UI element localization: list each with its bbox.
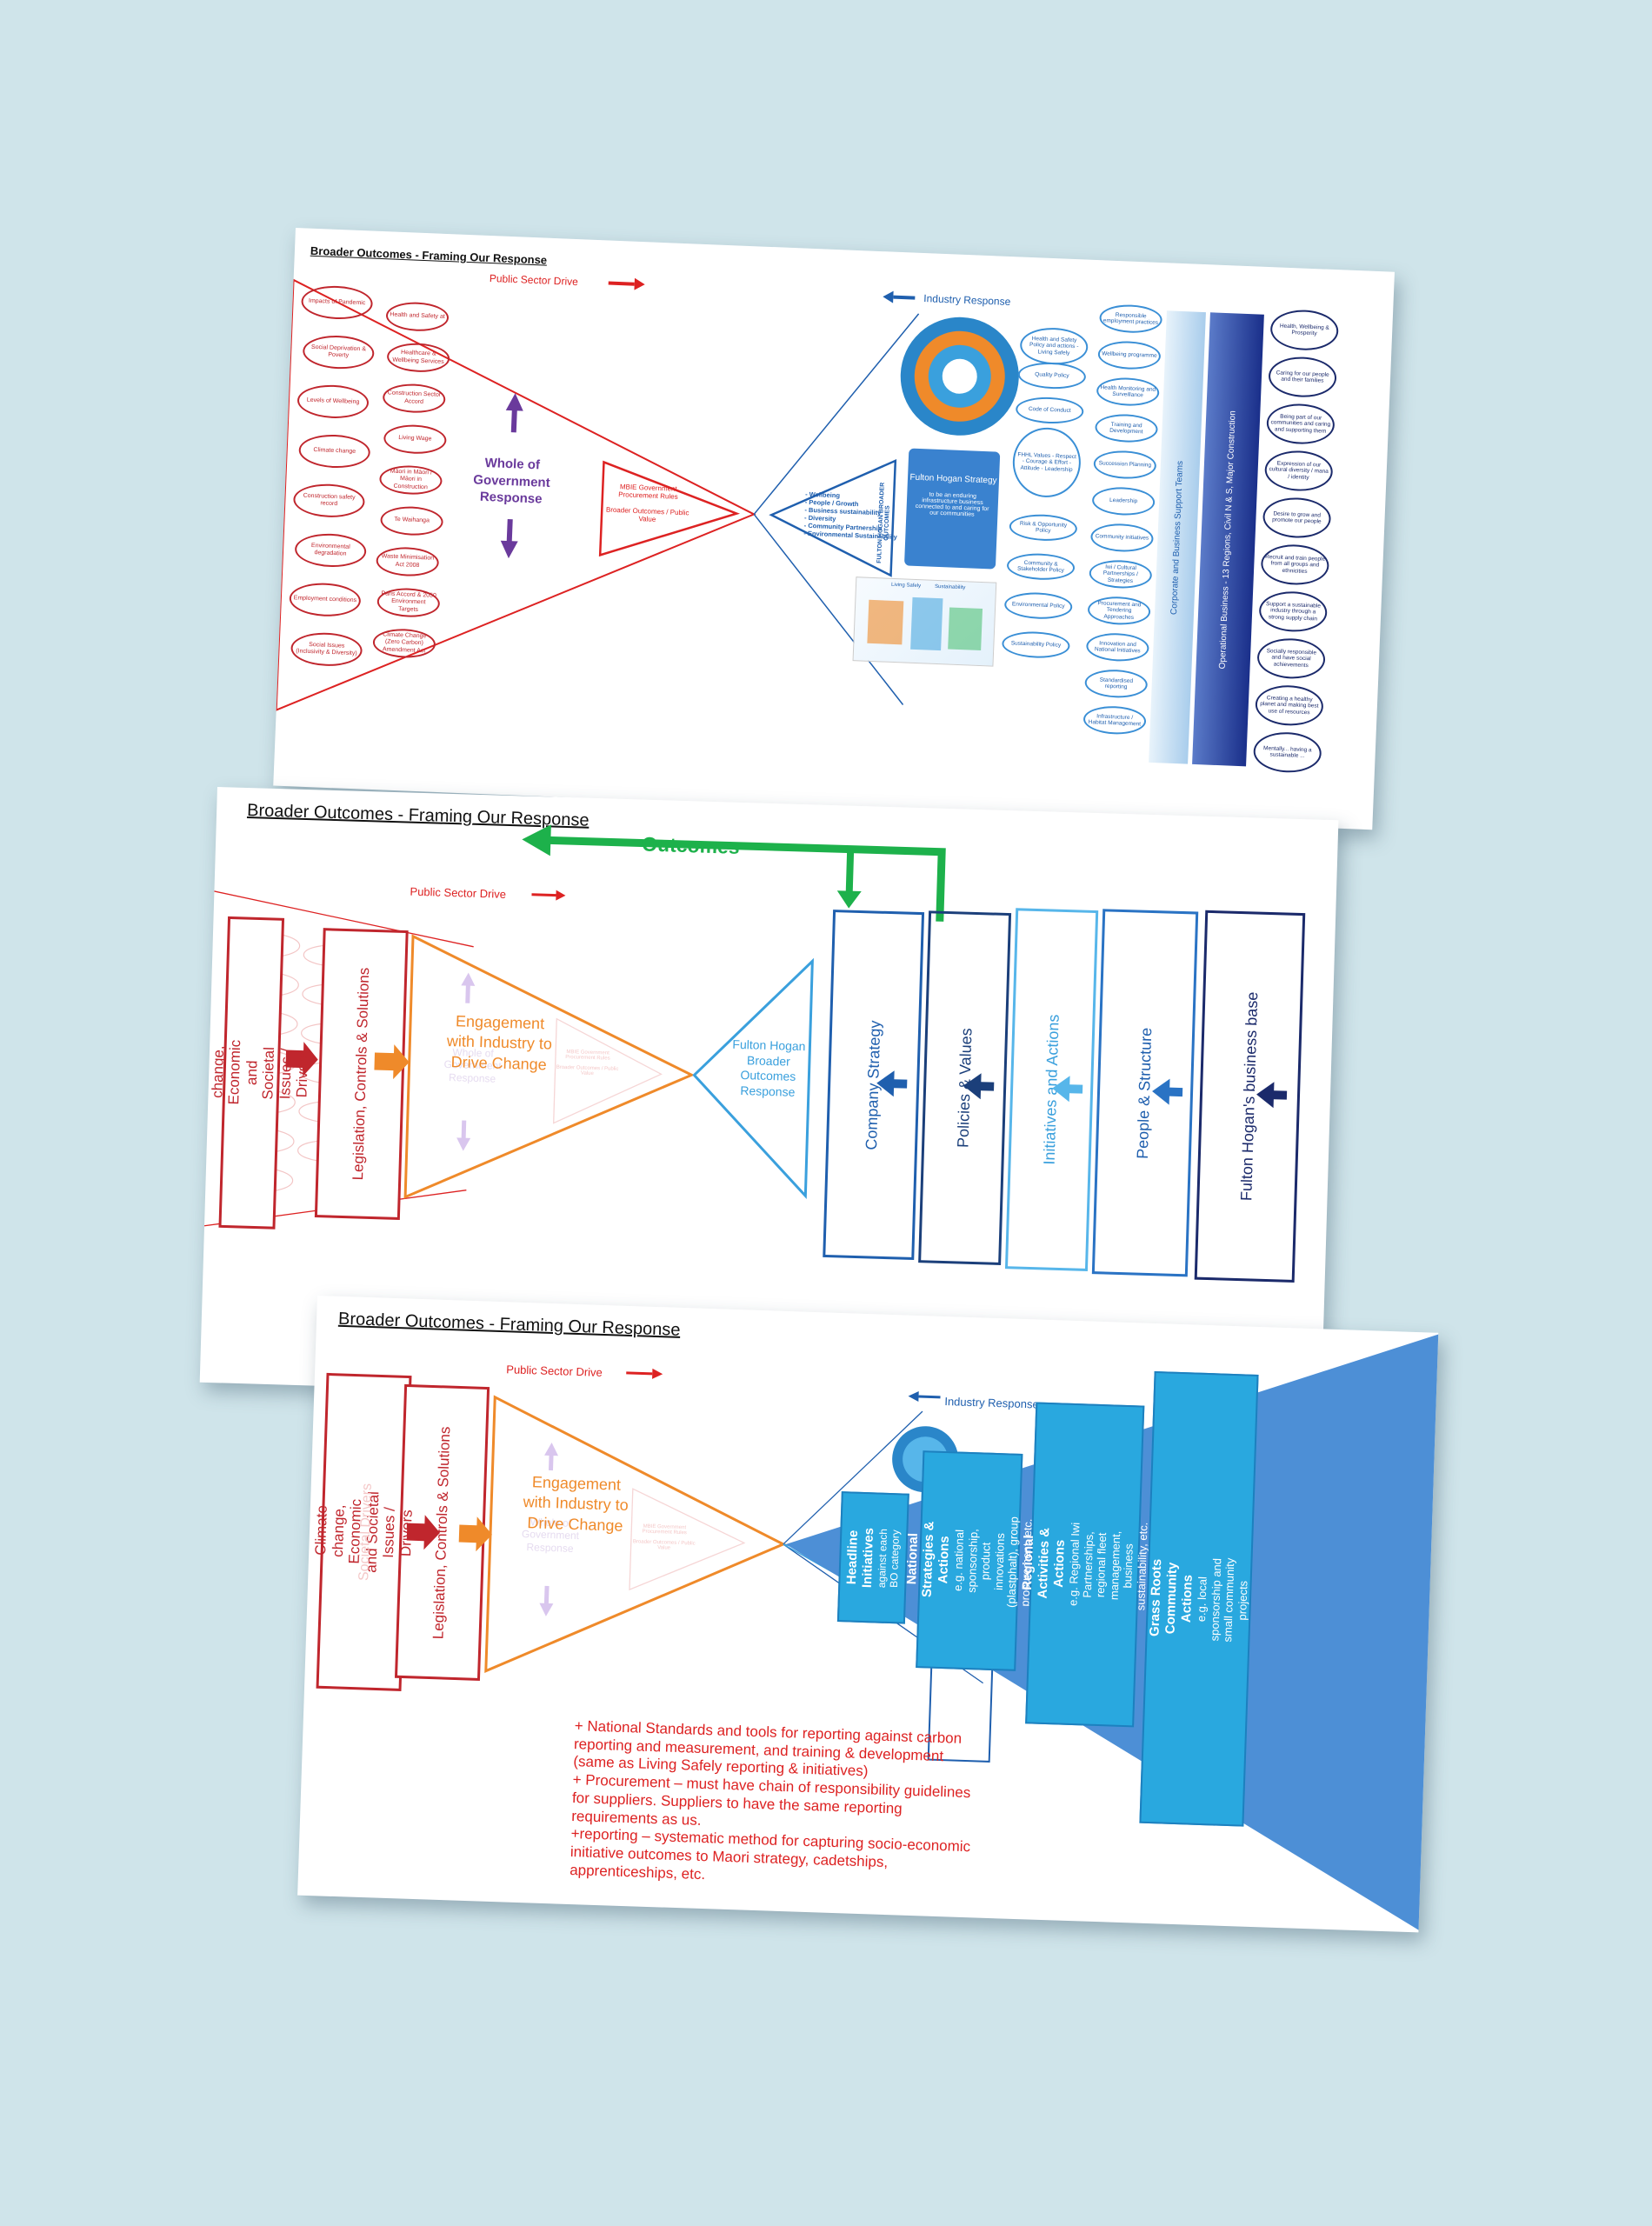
- operational-business-text: Operational Business - 13 Regions, Civil…: [1218, 410, 1238, 670]
- grass-roots-detail: e.g. local sponsorship and small communi…: [1194, 1557, 1250, 1643]
- fh-outcomes-list: - Wellbeing- People / Growth- Business s…: [803, 490, 899, 541]
- infographic-block-orange: [867, 599, 904, 645]
- ghost-mbie-label: MBIE Government Procurement Rules Broade…: [632, 1523, 696, 1551]
- infographic-block-green: [948, 607, 983, 651]
- national-strategies-heading: National Strategies & Actions: [904, 1521, 952, 1598]
- fh-strategy-title: Fulton Hogan Strategy: [909, 472, 997, 486]
- notes-block: + National Standards and tools for repor…: [570, 1717, 983, 1893]
- pyramid-national-strategies: National Strategies & Actions e.g. natio…: [904, 1450, 1035, 1671]
- mbie-box-label: MBIE Government Procurement Rules Broade…: [605, 483, 689, 523]
- engagement-label: Engagement with Industry to Drive Change: [523, 1473, 629, 1535]
- slide-2: Broader Outcomes - Framing Our Response …: [199, 787, 1339, 1416]
- slide-2-shapes: [203, 824, 946, 1369]
- slide-2-column-arrows: [876, 1070, 1288, 1109]
- legislation-text: Legislation, Controls & Solutions: [430, 1425, 454, 1640]
- pyramid-regional-activities: Regional Activities & Actions e.g. Regio…: [1020, 1402, 1150, 1728]
- grass-roots-heading: Grass Roots Community Actions: [1147, 1558, 1196, 1637]
- ghost-drivers-text: Societal Drivers: [356, 1483, 375, 1582]
- regional-activities-heading: Regional Activities & Actions: [1019, 1527, 1068, 1599]
- headline-initiatives-detail: against each BO category: [875, 1528, 903, 1588]
- fh-strategy-box: Fulton Hogan Strategy to be an enduring …: [903, 448, 1001, 570]
- legislation-box: Legislation, Controls & Solutions: [396, 1385, 489, 1679]
- slide-1-shapes: [275, 277, 1019, 712]
- infographic-label-sustainability: Sustainability: [934, 583, 966, 591]
- slide-1: Broader Outcomes - Framing Our Response …: [273, 228, 1395, 830]
- pyramid-grass-roots: Grass Roots Community Actions e.g. local…: [1139, 1370, 1259, 1827]
- regional-activities-detail: e.g. Regional Iwi Partnerships, regional…: [1066, 1522, 1150, 1611]
- corporate-teams-text: Corporate and Business Support Teams: [1169, 460, 1186, 615]
- infographic-thumbnail: Living Safely Sustainability: [852, 576, 997, 667]
- pyramid-headline-initiatives: Headline Initiatives against each BO cat…: [836, 1491, 909, 1624]
- infographic-block-blue: [910, 596, 943, 651]
- headline-initiatives-heading: Headline Initiatives: [843, 1527, 877, 1589]
- whole-of-government-label: Whole of Government Response: [473, 455, 550, 507]
- fh-strategy-subtitle: to be an enduring infrastructure busines…: [915, 491, 989, 518]
- slide-3: Broader Outcomes - Framing Our Response …: [297, 1296, 1439, 1933]
- infographic-label-living-safely: Living Safely: [890, 582, 922, 590]
